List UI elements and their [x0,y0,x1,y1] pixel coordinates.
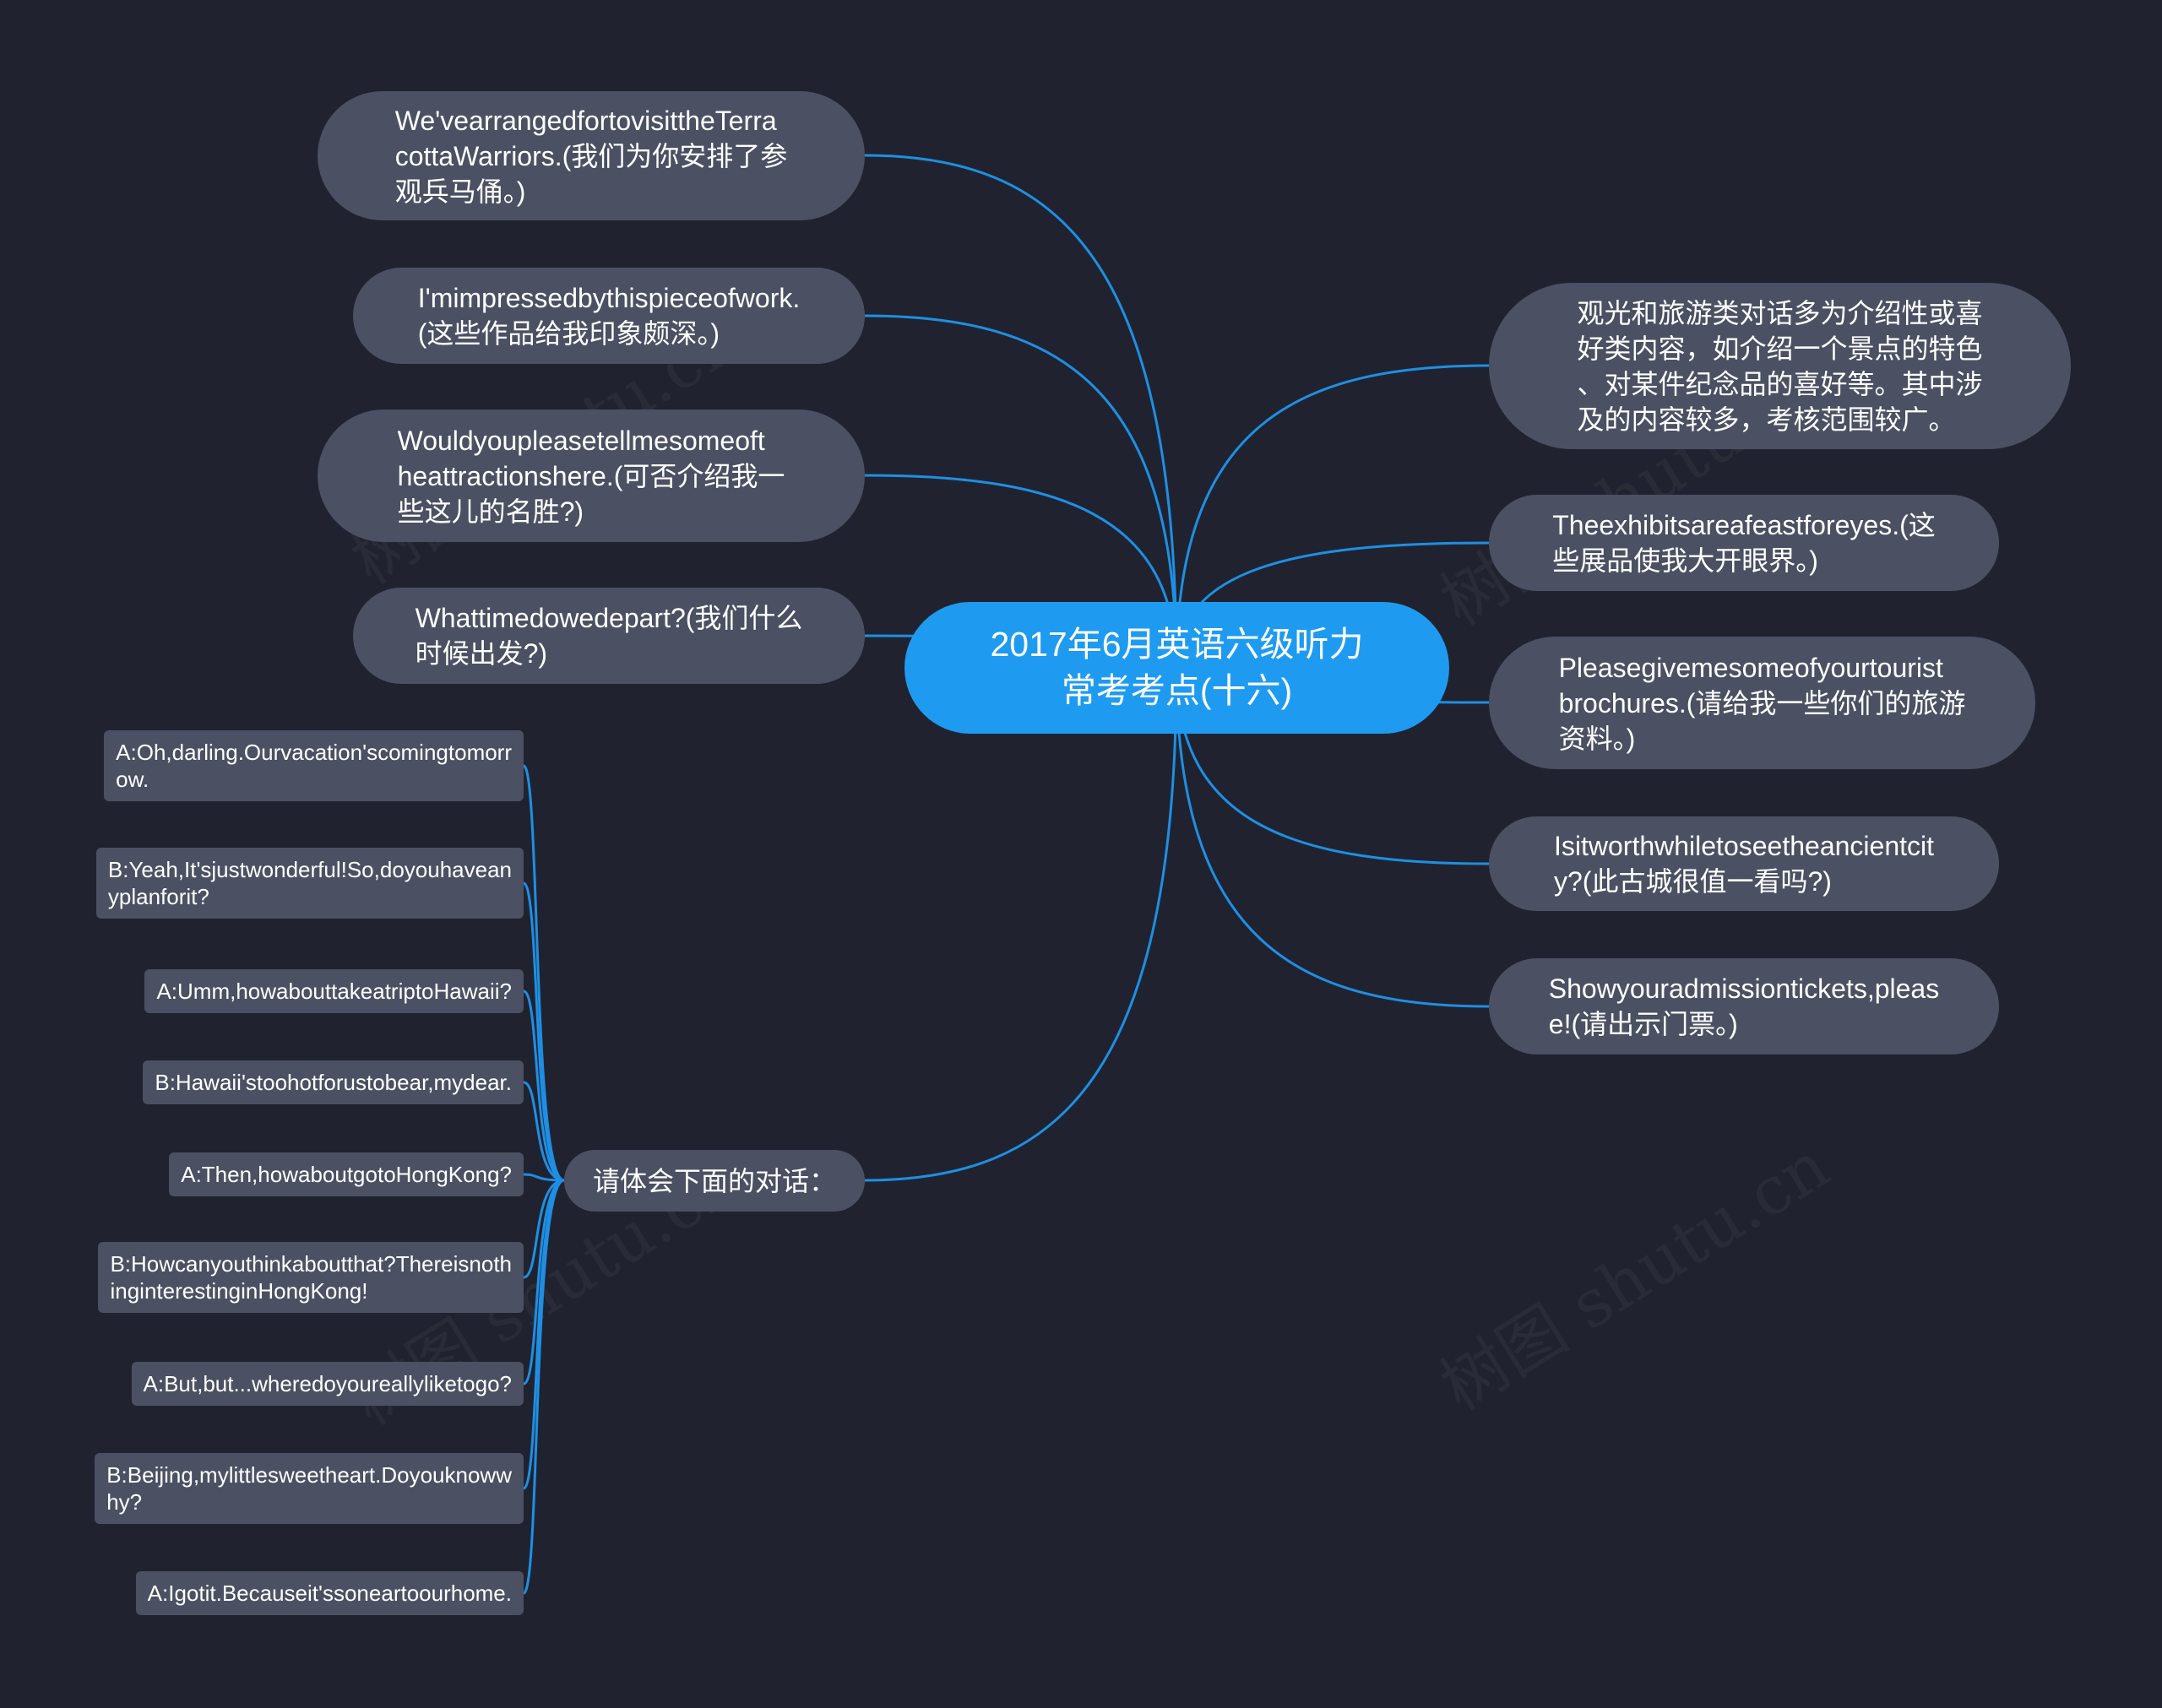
node-line: Showyouradmissiontickets,pleas [1548,973,1940,1004]
node-line: (这些作品给我印象颇深。) [417,318,720,349]
connector-right-5 [1175,667,1490,1008]
leaf-line: A:Igotit.Becauseit'ssoneartoourhome. [147,1581,512,1606]
left-node-impressed[interactable]: I'mimpressedbythispieceofwork. (这些作品给我印象… [353,268,865,364]
node-text: I'mimpressedbythispieceofwork. (这些作品给我印象… [418,280,801,351]
node-line: 时候出发?) [415,638,548,669]
connector-dialogue-7 [523,1179,565,1385]
node-line: brochures.(请给我一些你们的旅游 [1558,687,1966,718]
node-line: cottaWarriors.(我们为你安排了参 [394,140,788,171]
dialogue-leaf-3[interactable]: A:Umm,howabouttakeatriptoHawaii? [144,969,524,1013]
leaf-line: B:Yeah,It'sjustwonderful!So,doyouhavean [107,857,512,882]
leaf-line: B:Beijing,mylittlesweetheart.Doyouknoww [106,1462,512,1488]
connector-left-5 [864,667,1178,1182]
dialogue-leaf-1[interactable]: A:Oh,darling.Ourvacation'scomingtomorr o… [104,730,524,801]
node-text: 请体会下面的对话： [593,1163,836,1199]
node-line: e!(请出示门票。) [1548,1009,1738,1039]
dialogue-leaf-6[interactable]: B:Howcanyouthinkaboutthat?Thereisnoth in… [98,1242,524,1313]
node-line: Whattimedowedepart?(我们什么 [415,603,803,633]
right-node-ancient-city[interactable]: Isitworthwhiletoseetheancientcit y?(此古城很… [1489,816,1999,911]
node-line: 及的内容较多，考核范围较广。 [1577,404,1956,435]
node-line: Wouldyoupleasetellmesomeoft [397,425,765,456]
node-text: Pleasegivemesomeofyourtourist brochures.… [1559,650,1966,756]
left-node-attractions[interactable]: Wouldyoupleasetellmesomeoft heattraction… [318,409,865,542]
connector-dialogue-6 [523,1179,565,1279]
leaf-line: B:Hawaii'stoohotforustobear,mydear. [155,1070,512,1095]
leaf-line: hy? [106,1489,143,1515]
dialogue-leaf-5[interactable]: A:Then,howaboutgotoHongKong? [169,1152,524,1196]
node-line: y?(此古城很值一看吗?) [1553,866,1832,897]
node-line: Isitworthwhiletoseetheancientcit [1553,831,1934,861]
left-node-dialogue[interactable]: 请体会下面的对话： [564,1150,865,1212]
left-node-depart[interactable]: Whattimedowedepart?(我们什么 时候出发?) [353,588,865,684]
right-node-brochures[interactable]: Pleasegivemesomeofyourtourist brochures.… [1489,637,2035,769]
dialogue-leaf-9[interactable]: A:Igotit.Becauseit'ssoneartoourhome. [135,1571,524,1615]
connector-dialogue-2 [522,881,565,1182]
node-line: We'vearrangedfortovisittheTerra [394,105,777,136]
node-line: 请体会下面的对话： [592,1165,836,1196]
dialogue-leaf-8[interactable]: B:Beijing,mylittlesweetheart.Doyouknoww … [95,1453,524,1524]
leaf-line: A:Umm,howabouttakeatriptoHawaii? [156,979,512,1004]
connector-dialogue-3 [523,990,565,1182]
connector-right-1 [1175,364,1490,669]
connector-dialogue-9 [522,1179,565,1595]
central-topic-line: 2017年6月英语六级听力 [990,625,1364,664]
node-line: Pleasegivemesomeofyourtourist [1558,652,1943,683]
node-text: Theexhibitsareafeastforeyes.(这 些展品使我大开眼界… [1552,507,1936,578]
leaf-line: A:Then,howaboutgotoHongKong? [181,1162,512,1187]
node-text: Isitworthwhiletoseetheancientcit y?(此古城很… [1554,828,1934,899]
connector-dialogue-4 [523,1081,565,1182]
node-line: heattractionshere.(可否介绍我一 [397,460,785,491]
leaf-line: ow. [116,767,149,792]
dialogue-leaf-2[interactable]: B:Yeah,It'sjustwonderful!So,doyouhavean … [95,848,524,919]
node-line: 些展品使我大开眼界。) [1552,545,1818,576]
node-text: Whattimedowedepart?(我们什么 时候出发?) [416,600,803,671]
right-node-exhibits[interactable]: Theexhibitsareafeastforeyes.(这 些展品使我大开眼界… [1489,495,1999,591]
central-topic-line: 常考考点(十六) [1061,671,1293,710]
node-line: I'mimpressedbythispieceofwork. [417,283,801,313]
dialogue-leaf-7[interactable]: A:But,but...wheredoyoureallyliketogo? [131,1362,524,1406]
node-line: 资料。) [1558,723,1636,754]
node-text: 观光和旅游类对话多为介绍性或喜 好类内容，如介绍一个景点的特色 、对某件纪念品的… [1577,296,1982,437]
node-line: Theexhibitsareafeastforeyes.(这 [1552,510,1936,540]
connector-dialogue-5 [523,1173,565,1182]
node-line: 、对某件纪念品的喜好等。其中涉 [1577,368,1983,399]
leaf-line: yplanforit? [107,884,209,909]
connector-dialogue-1 [522,764,565,1182]
node-line: 观兵马俑。) [394,176,526,207]
node-line: 些这儿的名胜?) [397,496,584,527]
node-text: Showyouradmissiontickets,pleas e!(请出示门票。… [1549,971,1939,1042]
connector-left-1 [864,154,1178,669]
right-node-tickets[interactable]: Showyouradmissiontickets,pleas e!(请出示门票。… [1489,958,1999,1055]
central-topic-node[interactable]: 2017年6月英语六级听力 常考考点(十六) [904,602,1449,734]
leaf-line: B:Howcanyouthinkaboutthat?Thereisnoth [110,1251,512,1277]
leaf-line: A:Oh,darling.Ourvacation'scomingtomorr [116,740,512,765]
leaf-line: A:But,but...wheredoyoureallyliketogo? [143,1371,513,1396]
leaf-line: inginterestinginHongKong! [110,1278,368,1304]
node-text: Wouldyoupleasetellmesomeoft heattraction… [398,423,785,529]
node-line: 观光和旅游类对话多为介绍性或喜 [1577,297,1983,328]
dialogue-leaf-4[interactable]: B:Hawaii'stoohotforustobear,mydear. [143,1060,524,1104]
central-topic-text: 2017年6月英语六级听力 常考考点(十六) [990,621,1363,714]
connector-left-2 [864,314,1178,669]
node-line: 好类内容，如介绍一个景点的特色 [1577,333,1983,364]
right-node-intro[interactable]: 观光和旅游类对话多为介绍性或喜 好类内容，如介绍一个景点的特色 、对某件纪念品的… [1489,283,2071,449]
left-node-terracotta[interactable]: We'vearrangedfortovisittheTerra cottaWar… [318,91,865,220]
node-text: We'vearrangedfortovisittheTerra cottaWar… [395,103,788,209]
